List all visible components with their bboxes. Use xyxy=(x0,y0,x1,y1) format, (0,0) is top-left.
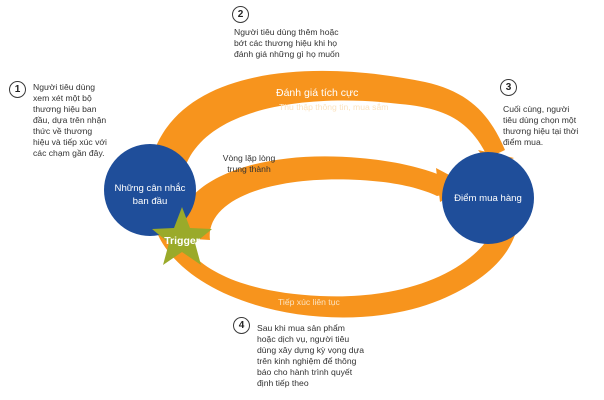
point-of-purchase-label: Điểm mua hàng xyxy=(454,193,522,204)
step-3-description: Cuối cùng, người tiêu dùng chọn một thươ… xyxy=(503,104,579,147)
bottom-arc-subtitle: Tiếp xúc liên tục xyxy=(278,297,340,307)
right-node-circle xyxy=(442,152,534,244)
top-arc-title: Đánh giá tích cực xyxy=(276,87,359,99)
step-1-number-badge: 1 xyxy=(9,81,26,98)
step-4-description: Sau khi mua sản phẩm hoặc dịch vụ, người… xyxy=(257,323,365,388)
left-node-circle xyxy=(104,144,196,236)
initial-consideration-label: Những cân nhắc ban đầu xyxy=(114,183,186,207)
orange-inner-loop xyxy=(177,156,452,240)
loyalty-loop-label: Vòng lặp lòng trung thành xyxy=(222,153,276,174)
orange-outer-loop xyxy=(147,70,505,185)
step-1-description: Người tiêu dùng xem xét một bộ thương hi… xyxy=(33,82,107,158)
step-3-number-badge: 3 xyxy=(500,79,517,96)
orange-bottom-arc xyxy=(150,200,515,318)
bottom-arc-title: Trải nghiệm sau khi mua xyxy=(271,282,386,294)
step-2-description: Người tiêu dùng thêm hoặc bớt các thương… xyxy=(234,27,340,59)
step-4-number-badge: 4 xyxy=(233,317,250,334)
trigger-label: Trigger xyxy=(164,235,200,247)
trigger-star xyxy=(152,207,212,265)
step-2-number-badge: 2 xyxy=(232,6,249,23)
top-arc-subtitle: Thu thập thông tin, mua sắm xyxy=(279,102,389,112)
